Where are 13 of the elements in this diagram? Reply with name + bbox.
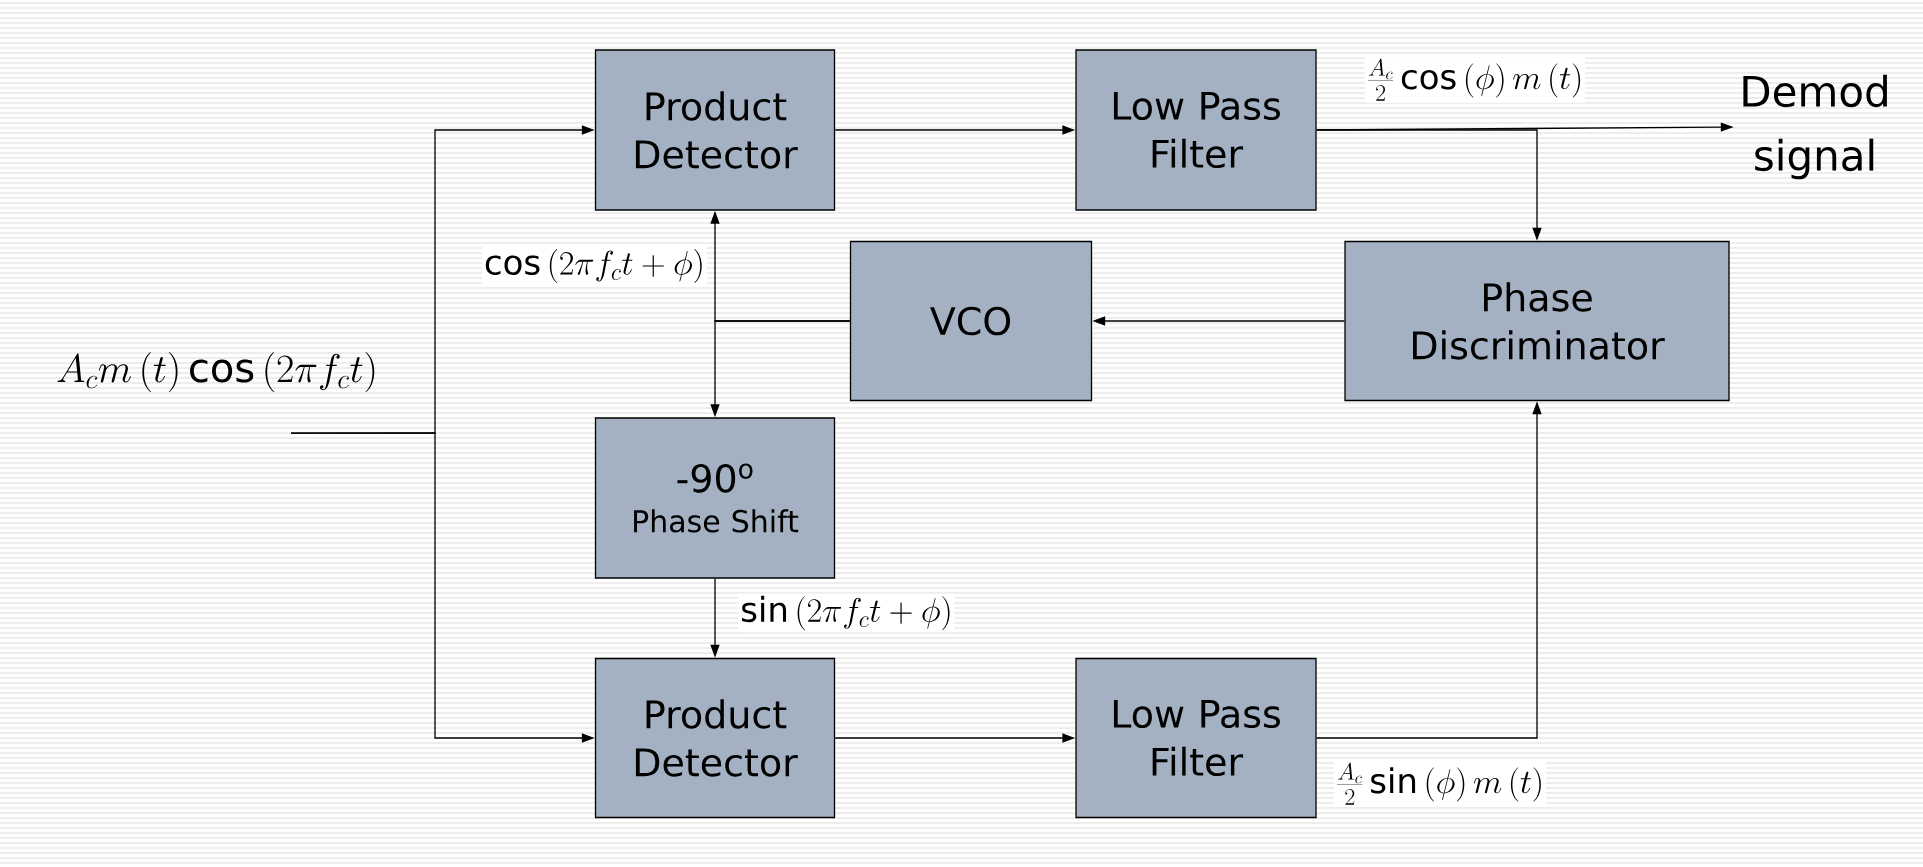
edge-label: $\sin\left(2\pi f_{c}t+\phi\right)$	[738, 593, 955, 633]
edge-label: $\cos\left(2\pi f_{c}t+\phi\right)$	[481, 247, 707, 285]
process-box: Product Detector	[594, 49, 836, 211]
process-box: Low Pass Filter	[1075, 657, 1317, 819]
edge-label: $\frac{A_{c}}{2}\sin\left(\phi\right)m\left(t\right)$	[1334, 761, 1546, 807]
input-signal-label: $A_{c}m\left(t\right)\cos\left(2\pi f_{c}t\right)$	[57, 352, 375, 392]
process-box: -90$^{o}$ Phase Shift	[594, 417, 836, 579]
output-label: Demod signal	[1743, 74, 1887, 180]
process-box: Low Pass Filter	[1075, 49, 1317, 211]
process-box: VCO	[849, 240, 1093, 402]
edge-label: $\frac{A_{c}}{2}\cos\left(\phi\right)m\left(t\right)$	[1364, 57, 1586, 103]
process-box: Product Detector	[594, 657, 836, 819]
process-box: Phase Discriminator	[1344, 240, 1730, 402]
